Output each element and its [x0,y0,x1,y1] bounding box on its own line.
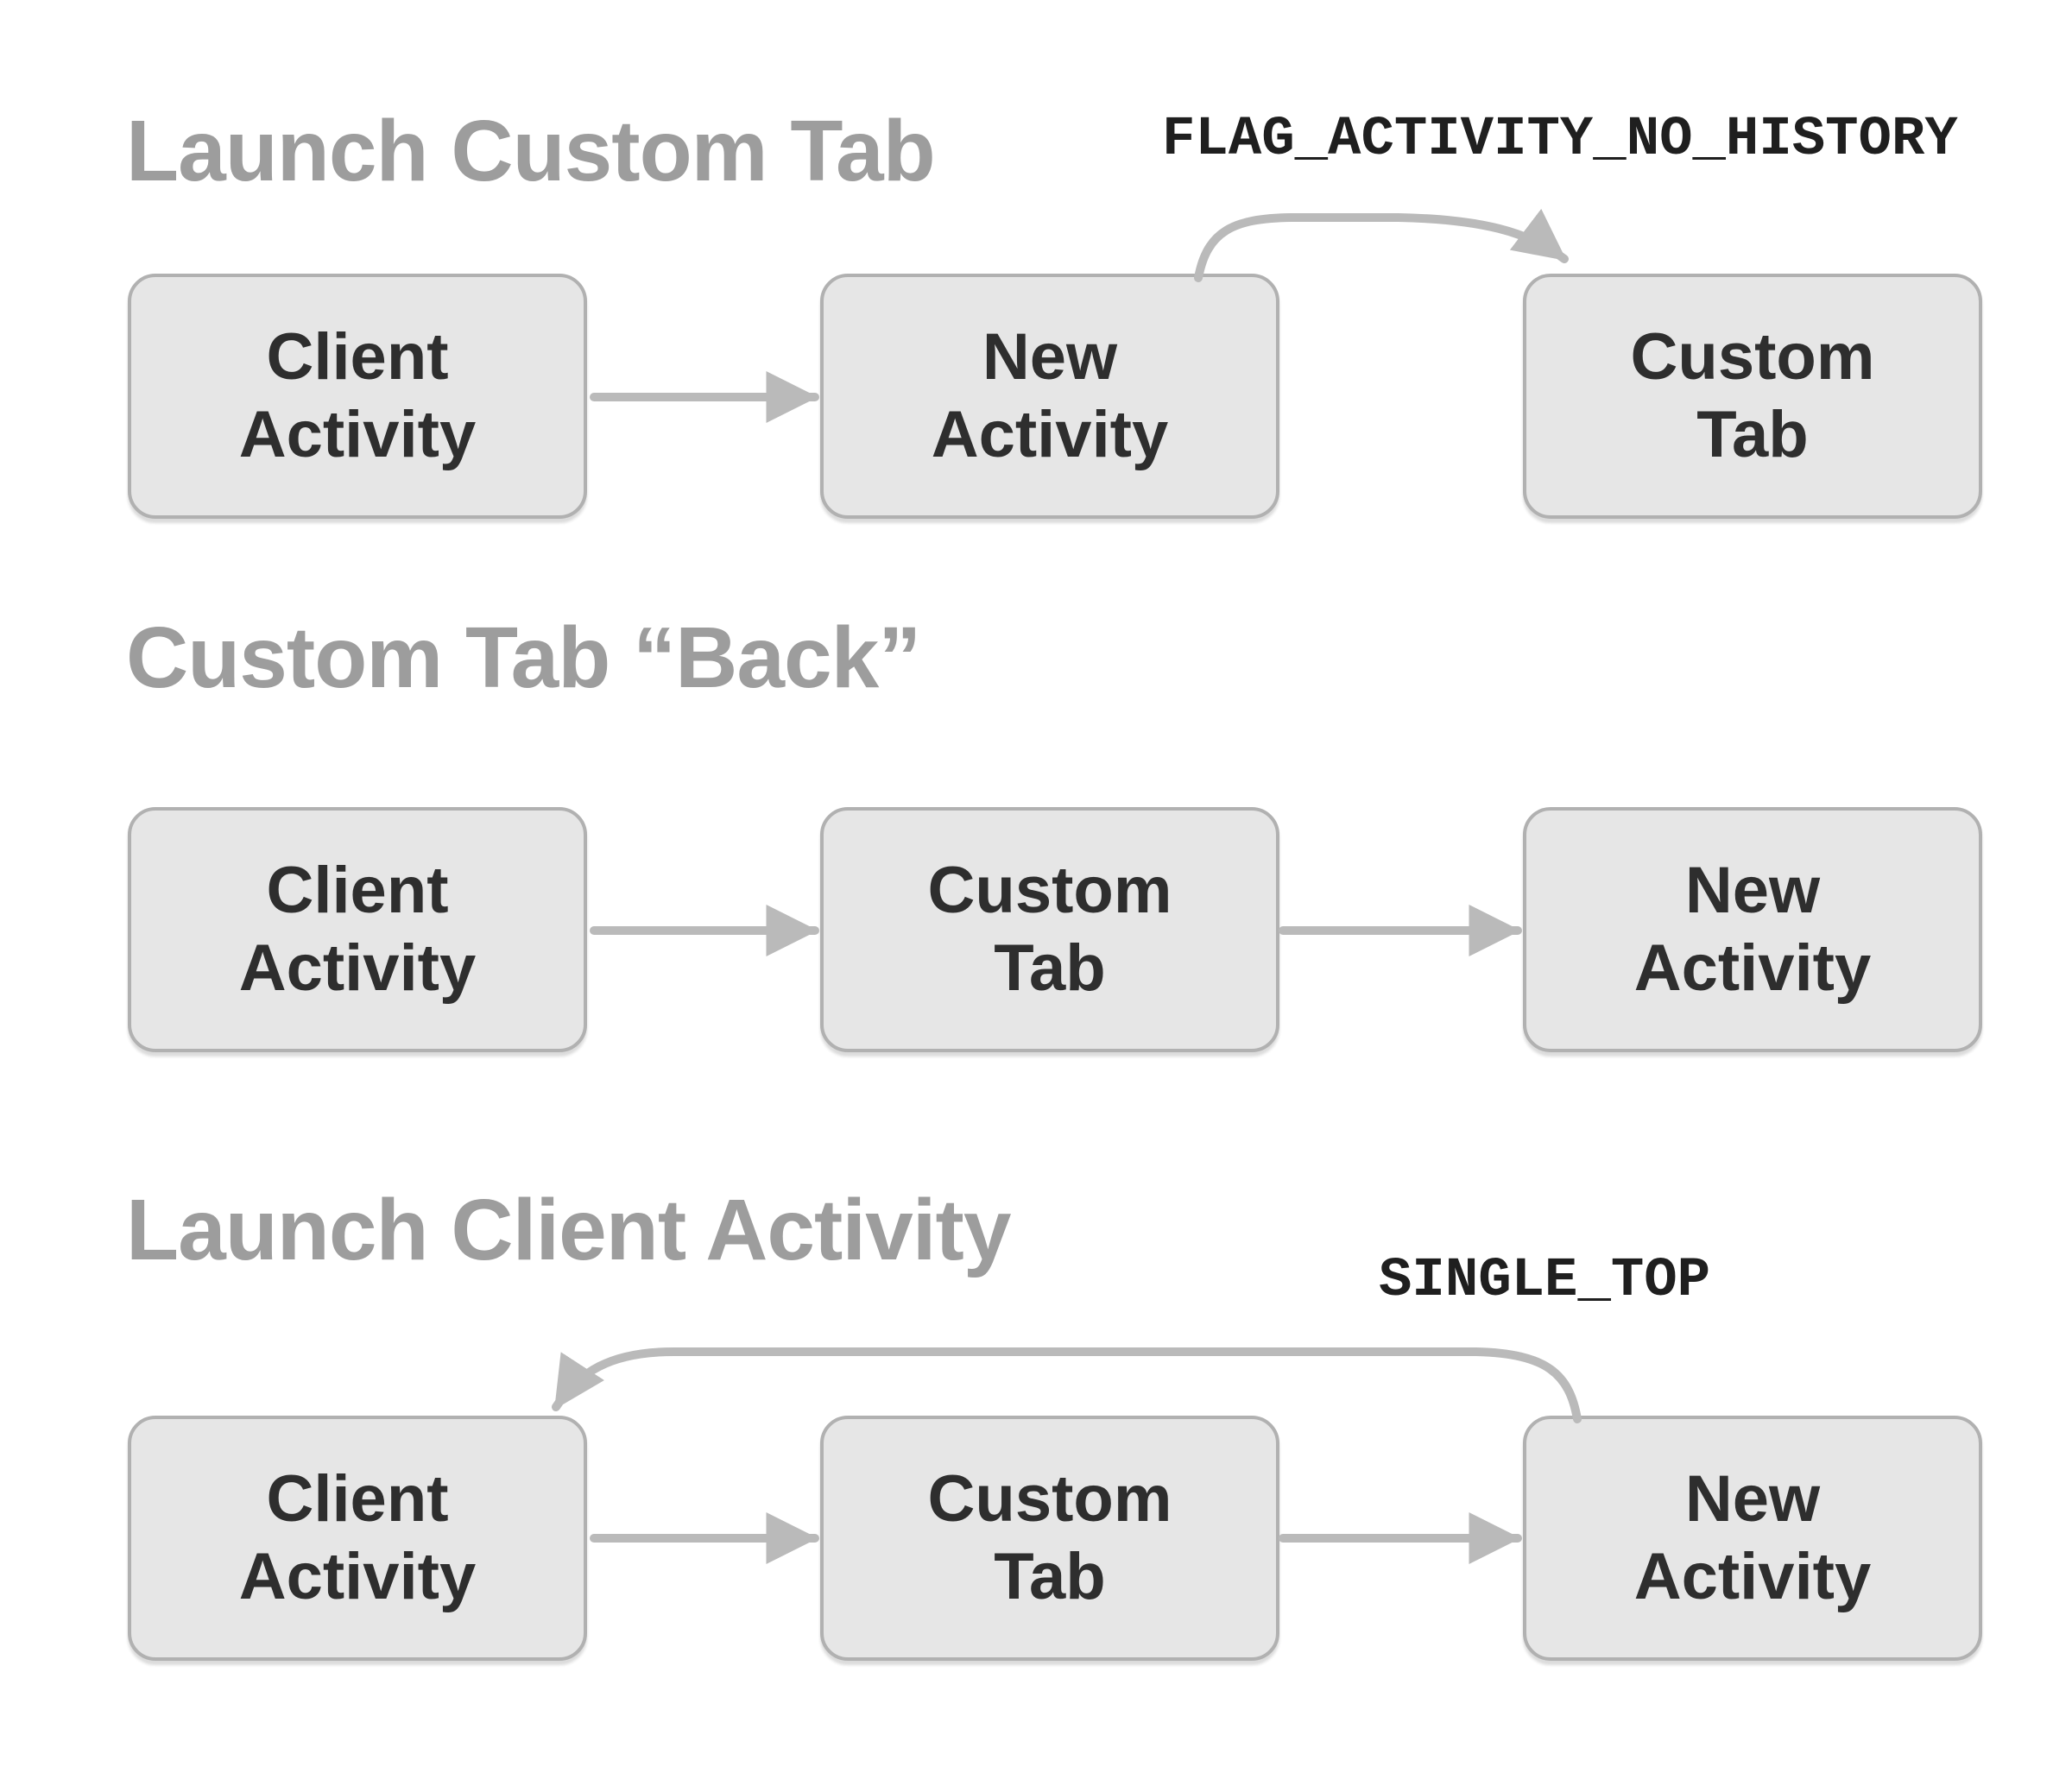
box-label-line: Custom [927,1462,1172,1536]
box-label-line: New [1684,1462,1821,1536]
box-label-line: New [982,320,1118,394]
box-label-line: Client [266,1462,449,1536]
arrow-s3-new-to-client-curved [552,1347,1582,1423]
box-label-line: Client [266,320,449,394]
box-s2-custom-tab: Custom Tab [820,807,1279,1052]
box-s2-client-activity: Client Activity [128,807,587,1052]
box-label-line: Custom [1630,320,1875,394]
box-label-line: Tab [994,931,1106,1005]
section-title-custom-tab-back: Custom Tab “Back” [126,609,921,706]
box-label-line: Activity [238,398,477,471]
box-s3-new-activity: New Activity [1523,1416,1982,1661]
box-label-line: Client [266,854,449,928]
flag-activity-no-history-label: FLAG_ACTIVITY_NO_HISTORY [1162,109,1958,171]
box-label-line: Tab [1696,398,1809,471]
box-label-line: Activity [1633,1540,1872,1613]
box-label-line: Activity [931,398,1169,471]
box-label-line: New [1684,854,1821,928]
box-s1-custom-tab: Custom Tab [1523,274,1982,519]
box-label-line: Activity [238,931,477,1005]
box-label-line: Activity [238,1540,477,1613]
box-label-line: Custom [927,854,1172,928]
arrow-s1-new-to-custom-tab-curved [1194,208,1569,282]
box-s2-new-activity: New Activity [1523,807,1982,1052]
box-s1-new-activity: New Activity [820,274,1279,519]
single-top-label: SINGLE_TOP [1379,1250,1711,1312]
section-title-launch-custom-tab: Launch Custom Tab [126,103,936,199]
box-s3-client-activity: Client Activity [128,1416,587,1661]
box-label-line: Tab [994,1540,1106,1613]
box-s1-client-activity: Client Activity [128,274,587,519]
box-s3-custom-tab: Custom Tab [820,1416,1279,1661]
box-label-line: Activity [1633,931,1872,1005]
section-title-launch-client-activity: Launch Client Activity [126,1182,1011,1278]
